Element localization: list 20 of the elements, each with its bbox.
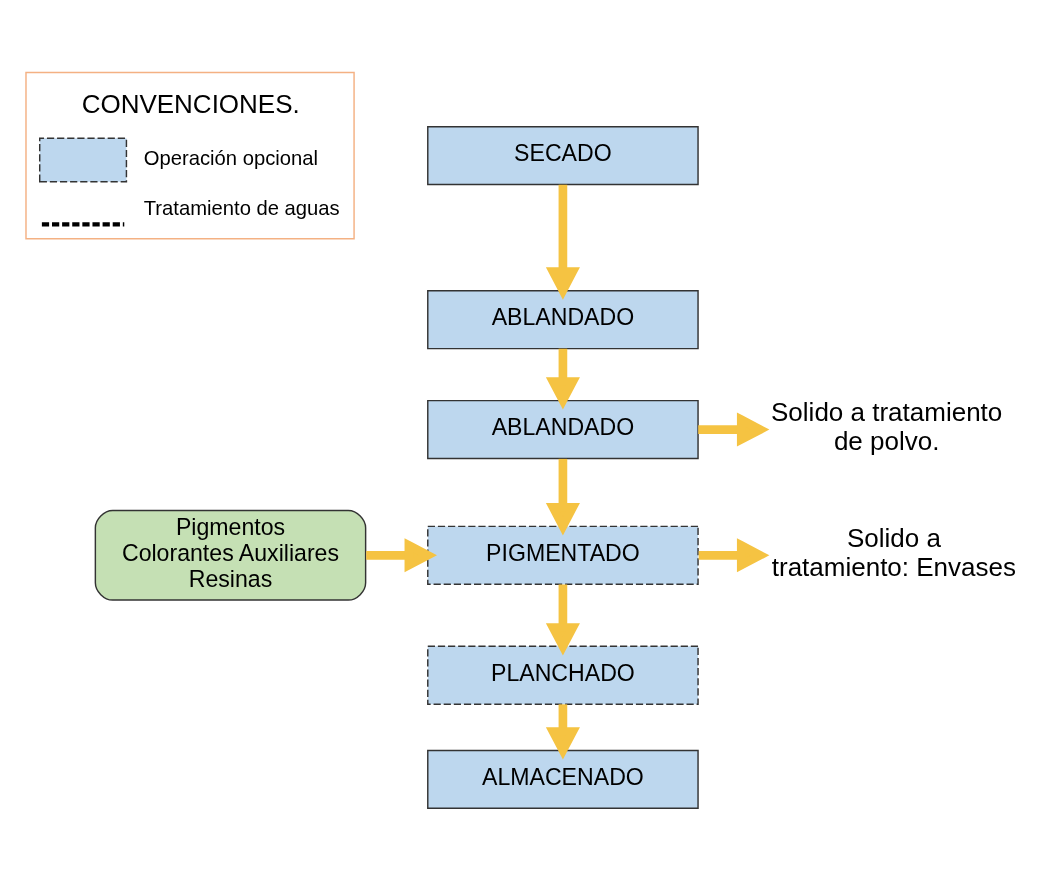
- node-box: PLANCHADO: [427, 645, 699, 705]
- node-box: ABLANDADO: [427, 399, 699, 460]
- arrow: [366, 538, 437, 573]
- arrow: [545, 584, 580, 656]
- arrow: [698, 412, 770, 447]
- arrow: [545, 184, 580, 300]
- node-text: Solido a tratamiento: Envases: [771, 523, 1016, 583]
- node-box: ALMACENADO: [427, 749, 699, 809]
- arrow: [545, 348, 580, 410]
- node-box: Pigmentos Colorantes Auxiliares Resinas: [94, 509, 367, 601]
- legend-label: Operación opcional: [143, 147, 319, 170]
- node-box: PIGMENTADO: [427, 525, 699, 585]
- arrow: [698, 538, 770, 573]
- arrow: [545, 458, 580, 536]
- arrow: [545, 704, 580, 760]
- node-box: ABLANDADO: [427, 290, 699, 350]
- label: CONVENCIONES.: [81, 88, 300, 119]
- node-box: SECADO: [427, 126, 699, 186]
- node-text: Solido a tratamiento de polvo.: [771, 397, 1003, 457]
- legend-label: Tratamiento de aguas: [143, 197, 340, 220]
